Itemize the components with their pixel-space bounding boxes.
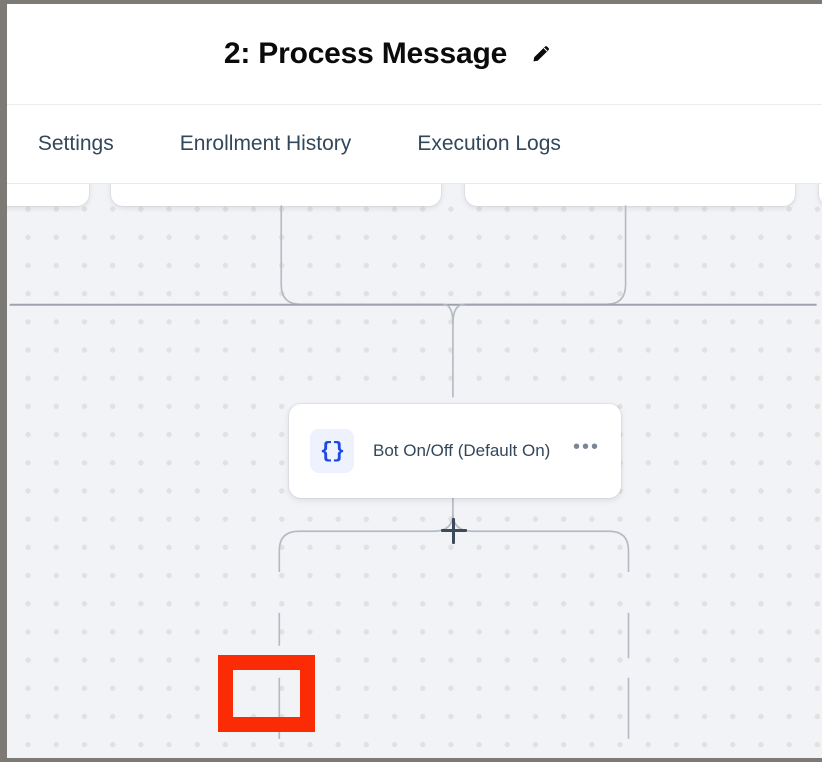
add-step-button-above-node[interactable] (441, 518, 467, 544)
node-menu-icon[interactable]: ••• (572, 436, 600, 458)
tab-bar: er Settings Enrollment History Execution… (7, 105, 822, 184)
tab-settings[interactable]: Settings (7, 105, 147, 183)
node-title: Bot On/Off (Default On) (373, 441, 551, 460)
title-wrap: 2: Process Message (224, 37, 553, 71)
tab-label: Settings (37, 132, 114, 155)
pencil-icon[interactable] (529, 42, 553, 66)
workflow-canvas[interactable]: ⋯ ⋯ (7, 184, 822, 758)
connector-lines (9, 205, 817, 739)
workflow-node-card-partial[interactable]: ⋯ (465, 184, 795, 206)
workflow-node-bot-on-off[interactable]: {} Bot On/Off (Default On) ••• (289, 404, 621, 498)
node-icon-glyph: {} (319, 438, 345, 464)
page-title: 2: Process Message (223, 37, 508, 70)
page-header: 2: Process Message (7, 4, 822, 105)
tab-label: Enrollment History (179, 132, 352, 155)
workflow-node-card-partial[interactable]: ⋯ (111, 184, 441, 206)
tab-execution-logs[interactable]: Execution Logs (384, 105, 594, 183)
workflow-node-card-partial[interactable] (819, 184, 822, 206)
tab-performance[interactable]: er (0, 105, 5, 183)
workflow-node-card-partial[interactable] (7, 184, 89, 206)
code-braces-icon: {} (310, 429, 354, 473)
tab-label: Execution Logs (417, 132, 561, 155)
tab-enrollment-history[interactable]: Enrollment History (147, 105, 385, 183)
tab-list: er Settings Enrollment History Execution… (0, 105, 594, 183)
